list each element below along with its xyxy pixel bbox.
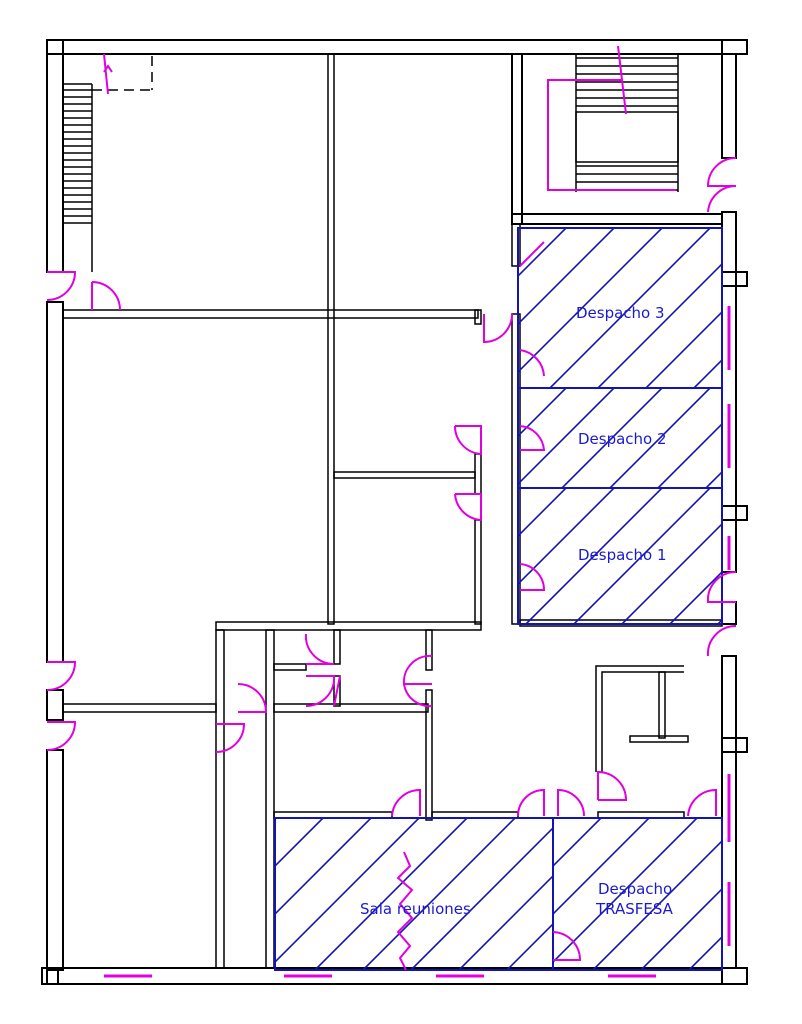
- hatch-line: [573, 488, 711, 624]
- door-sala-1: [391, 788, 421, 817]
- hatch-line: [518, 388, 615, 486]
- hatch-line: [597, 262, 722, 388]
- door-corridor-3: [454, 493, 482, 522]
- hatch-line: [275, 818, 324, 868]
- hatch-line: [693, 358, 722, 388]
- interior-walls: [62, 53, 723, 969]
- door-right-4: [706, 624, 737, 657]
- hatch-line: [275, 818, 372, 916]
- hatch-line: [553, 818, 650, 916]
- door-inner-1: [304, 633, 335, 666]
- hatch-line: [553, 818, 698, 964]
- hatch-line: [314, 818, 468, 970]
- room-despacho-1: Despacho 1: [517, 487, 802, 625]
- door-sala-2: [517, 788, 545, 817]
- room-label-despacho-3: Despacho 3: [576, 304, 665, 322]
- room-label-sala: Sala reuniones: [360, 900, 471, 918]
- room-sala-reuniones: Sala reuniones: [274, 817, 802, 971]
- hatch-line: [785, 818, 802, 970]
- door-d3-b: [519, 349, 545, 377]
- door-right-3: [706, 570, 737, 603]
- hatch-line: [645, 310, 722, 388]
- stairs-right: [511, 45, 723, 225]
- door-inner-4: [237, 683, 268, 713]
- door-corridor-2: [453, 425, 482, 456]
- door-wc: [597, 770, 628, 801]
- hatch-line: [553, 818, 602, 868]
- door-left-1: [46, 271, 77, 301]
- hatch-line: [621, 522, 722, 624]
- door-inner-3: [402, 654, 433, 708]
- hatch-line: [766, 488, 802, 624]
- hatch-line: [518, 488, 615, 586]
- door-d2: [519, 425, 546, 451]
- hatch-line: [525, 488, 663, 624]
- door-right-1: [706, 157, 737, 187]
- hatch-line: [742, 228, 802, 388]
- hatch-line: [410, 826, 553, 970]
- hatch-line: [754, 388, 802, 488]
- hatch-line: [561, 388, 663, 488]
- hatch-line: [549, 228, 711, 388]
- hatch-line: [717, 618, 722, 624]
- hatch-line: [699, 818, 802, 970]
- door-left-2: [91, 281, 121, 311]
- door-inner-5: [215, 723, 246, 753]
- door-right-2: [707, 184, 737, 213]
- room-label-despacho-1: Despacho 1: [578, 546, 667, 564]
- hatch-line: [657, 422, 722, 488]
- hatch-line: [518, 228, 663, 374]
- doors: [46, 157, 737, 961]
- hatch-line: [705, 470, 722, 488]
- room-label-trasfesa-2: TRASFESA: [595, 900, 674, 918]
- hatch-line: [592, 839, 722, 970]
- room-label-despacho-2: Despacho 2: [578, 430, 667, 448]
- hatch-line: [518, 228, 615, 326]
- stairs-left: [63, 53, 153, 272]
- hatch-line: [518, 228, 567, 278]
- hatch-line: [609, 388, 711, 488]
- windows: [104, 306, 731, 978]
- hatch-line: [362, 818, 516, 970]
- room-despacho-trasfesa: Despacho TRASFESA: [552, 817, 802, 971]
- door-sala-3: [557, 788, 585, 817]
- hatch-line: [275, 818, 420, 964]
- hatch-line: [790, 228, 802, 388]
- hatch-line: [518, 388, 519, 390]
- room-despacho-3: Despacho 3: [517, 227, 802, 389]
- door-trasfesa-2: [552, 931, 582, 961]
- hatch-line: [518, 488, 567, 538]
- door-d1: [519, 563, 546, 591]
- door-left-4: [46, 721, 77, 751]
- door-d3-a: [519, 241, 545, 267]
- room-label-trasfesa-1: Despacho: [598, 880, 672, 898]
- hatch-line: [737, 818, 802, 970]
- hatch-line: [518, 228, 519, 230]
- hatch-line: [688, 935, 722, 970]
- hatch-line: [506, 922, 553, 970]
- hatch-line: [458, 874, 553, 970]
- hatch-line: [640, 887, 722, 970]
- hatch-line: [669, 570, 722, 624]
- hatch-line: [518, 388, 567, 438]
- door-inner-2: [305, 675, 341, 708]
- door-trasfesa-1: [687, 788, 717, 817]
- door-left-3: [46, 661, 77, 691]
- door-corridor-1: [483, 313, 513, 344]
- hatch-line: [518, 488, 519, 490]
- hatch-line: [275, 818, 276, 820]
